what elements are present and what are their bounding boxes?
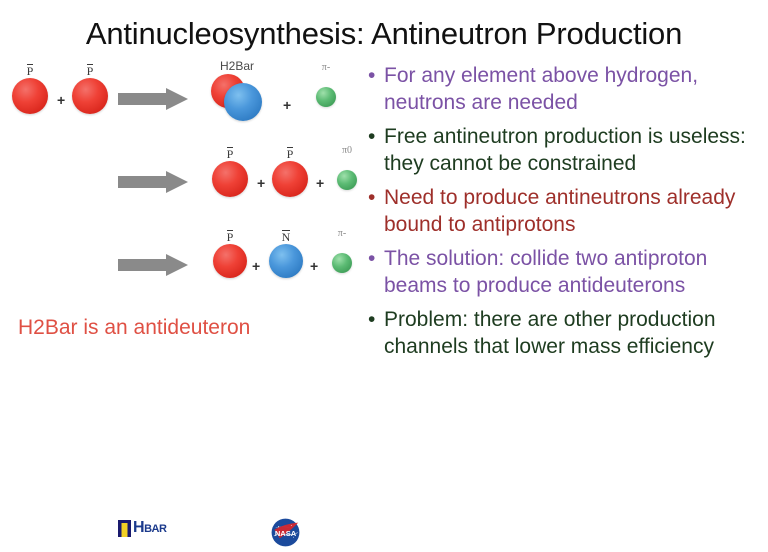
pion-sphere-icon	[337, 170, 357, 190]
pion-sphere-icon	[332, 253, 352, 273]
bullet-item-2: • Free antineutron production is useless…	[368, 123, 768, 177]
bullet-marker: •	[368, 125, 376, 148]
particle-antiproton-r1-b: P	[68, 64, 112, 114]
particle-label: H2Bar	[219, 59, 254, 73]
plus-operator: +	[57, 92, 66, 108]
particle-pion-r2: π0	[325, 145, 369, 190]
antiproton-sphere-icon	[12, 78, 48, 114]
plus-operator: +	[316, 175, 325, 191]
particle-label: N	[281, 230, 291, 244]
pion-sphere-icon	[316, 87, 336, 107]
bullet-text: The solution: collide two antiproton bea…	[384, 247, 708, 297]
bullet-item-1: • For any element above hydrogen, neutro…	[368, 62, 768, 116]
particle-label: π0	[341, 145, 353, 156]
plus-operator: +	[283, 97, 292, 113]
antiproton-sphere-icon	[72, 78, 108, 114]
particle-label: P	[26, 64, 34, 78]
right-arrow-icon	[118, 88, 188, 110]
h2bar-composite-icon	[211, 74, 263, 122]
diagram-caption: H2Bar is an antideuteron	[18, 316, 251, 339]
particle-antideuteron-h2bar: H2Bar	[208, 60, 266, 122]
particle-antiproton-r2-b: P	[268, 147, 312, 197]
particle-label: π-	[321, 62, 331, 73]
particle-label: π-	[337, 228, 347, 239]
hbar-logo-text: HBAR	[133, 519, 167, 537]
antineutron-sphere-icon	[269, 244, 303, 278]
reaction-row-1: P + P H2Bar + π-	[0, 60, 372, 136]
hbar-mark-icon	[118, 520, 131, 537]
nasa-logo: NASA	[271, 518, 300, 547]
nasa-logo-text: NASA	[275, 529, 297, 538]
hbar-logo: HBAR	[118, 519, 167, 537]
page-title: Antinucleosynthesis: Antineutron Product…	[85, 16, 683, 51]
particle-label: P	[226, 230, 234, 244]
plus-operator: +	[257, 175, 266, 191]
right-arrow-icon	[118, 171, 188, 193]
right-arrow-icon	[118, 254, 188, 276]
plus-operator: +	[252, 258, 261, 274]
reaction-row-2: P + P + π0	[0, 143, 372, 219]
antineutron-sphere-icon	[224, 83, 262, 121]
plus-operator: +	[310, 258, 319, 274]
bullet-text: Free antineutron production is useless: …	[384, 125, 746, 175]
bullet-text: Need to produce antineutrons already bou…	[384, 186, 736, 236]
bullet-marker: •	[368, 64, 376, 87]
bullet-marker: •	[368, 186, 376, 209]
antiproton-sphere-icon	[213, 244, 247, 278]
bullet-text: For any element above hydrogen, neutrons…	[384, 64, 699, 114]
reaction-row-3: P + N + π-	[0, 226, 372, 302]
particle-antiproton-r2-a: P	[208, 147, 252, 197]
particle-pion-r3: π-	[320, 228, 364, 273]
particle-label: P	[286, 147, 294, 161]
reaction-diagram: P + P H2Bar + π-	[0, 60, 372, 360]
particle-label: P	[86, 64, 94, 78]
nasa-meatball-icon: NASA	[271, 518, 300, 547]
bullet-text: Problem: there are other production chan…	[384, 308, 716, 358]
particle-pion-r1: π-	[304, 62, 348, 107]
particle-antiproton-r3: P	[208, 230, 252, 278]
particle-label: P	[226, 147, 234, 161]
particle-antineutron-r3: N	[264, 230, 308, 278]
antiproton-sphere-icon	[272, 161, 308, 197]
logo-bar: HBAR NASA	[0, 518, 372, 547]
bullet-list: • For any element above hydrogen, neutro…	[368, 62, 768, 367]
particle-antiproton-r1-a: P	[8, 64, 52, 114]
bullet-item-4: • The solution: collide two antiproton b…	[368, 245, 768, 299]
hbar-logo-bar: BAR	[144, 523, 167, 535]
bullet-item-3: • Need to produce antineutrons already b…	[368, 184, 768, 238]
bullet-marker: •	[368, 308, 376, 331]
antiproton-sphere-icon	[212, 161, 248, 197]
hbar-logo-h: H	[133, 519, 145, 536]
bullet-marker: •	[368, 247, 376, 270]
bullet-item-5: • Problem: there are other production ch…	[368, 306, 768, 360]
